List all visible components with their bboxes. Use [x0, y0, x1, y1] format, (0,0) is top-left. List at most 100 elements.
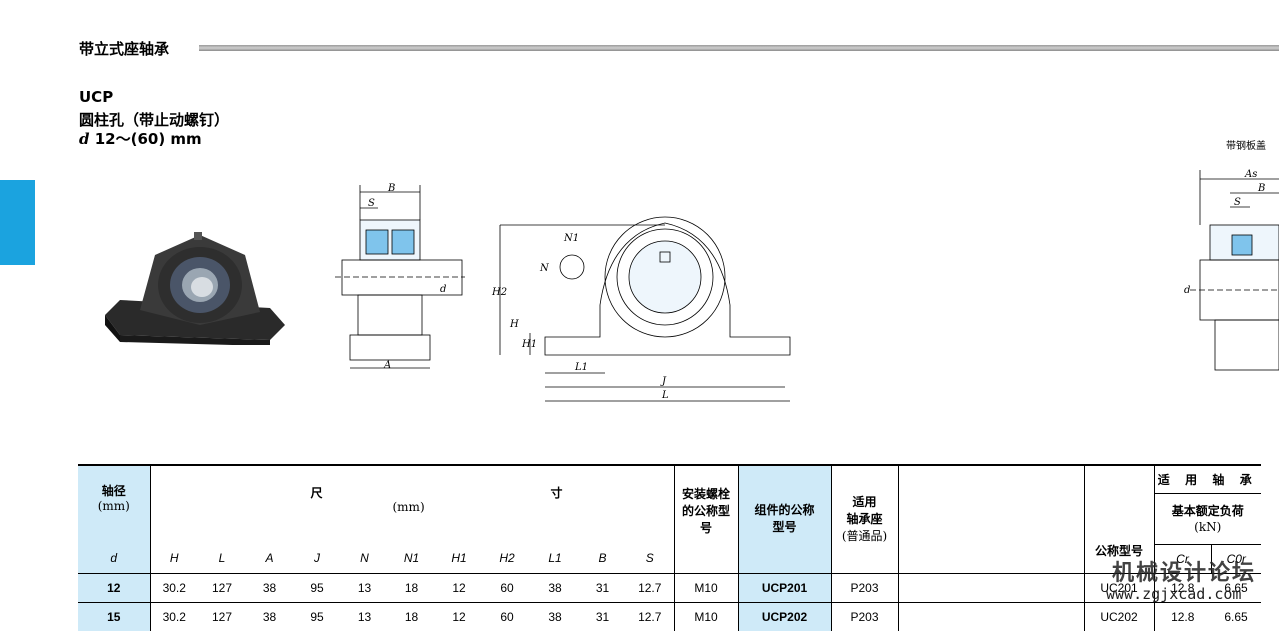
col-B: B: [598, 551, 607, 566]
cell-A: 38: [262, 609, 277, 624]
page-title: 带立式座轴承: [79, 40, 170, 58]
col-N: N: [360, 551, 369, 566]
section-tab[interactable]: [0, 180, 35, 265]
cell-J: 95: [310, 609, 324, 624]
cell-B: 31: [595, 580, 610, 595]
product-code: UCP: [79, 88, 114, 106]
row-d: 15: [78, 602, 151, 631]
table-row: 12 30.2 127 38 95 13 18 12 60 38 31 12.7…: [78, 573, 1261, 602]
label-d: d: [440, 284, 446, 295]
label-B2: B: [1257, 183, 1265, 194]
label-J: J: [660, 376, 667, 387]
label-A: A: [383, 360, 391, 371]
cell-L: 127: [211, 580, 233, 595]
label-S: S: [368, 198, 375, 209]
label-N1: N1: [563, 233, 579, 244]
watermark-url: www.zgjxcad.com: [1106, 585, 1242, 603]
blank-col-header: [898, 465, 1085, 573]
col-Cr: Cr: [1154, 544, 1212, 573]
cell-L1: 38: [548, 580, 562, 595]
col-H: H: [169, 551, 179, 566]
label-H1: H1: [521, 339, 537, 350]
label-N: N: [539, 263, 550, 274]
front-view-drawing: N1 N H2 H H1 L1 J L: [491, 216, 791, 402]
side-view-drawing: B S d A: [335, 183, 465, 371]
bore-symbol: d: [79, 130, 90, 148]
col-H1: H1: [451, 551, 467, 566]
cell-H2: 60: [500, 609, 514, 624]
cell-N: 13: [357, 609, 372, 624]
cell-A: 38: [262, 580, 277, 595]
cell-H1: 12: [452, 580, 466, 595]
cell-H2: 60: [500, 580, 514, 595]
col-N1: N1: [403, 551, 420, 566]
row-d: 12: [78, 573, 151, 602]
cell-housing: P203: [831, 602, 899, 631]
bolt-header-label: 安装螺栓的公称型号: [682, 487, 731, 535]
cell-H: 30.2: [162, 609, 186, 624]
table-row: 15 30.2 127 38 95 13 18 12 60 38 31 12.7…: [78, 602, 1261, 631]
bore-range: d 12～(60) mm: [79, 128, 202, 149]
dims-header: 尺 寸 (mm): [150, 465, 675, 544]
bearing-header: 适 用 轴 承: [1154, 465, 1261, 495]
col-H2: H2: [499, 551, 515, 566]
cell-cor: 6.65: [1224, 609, 1248, 624]
dims-header-chi2: 寸: [550, 486, 563, 500]
steel-cover-note: 带钢板盖: [1226, 141, 1266, 152]
unit-header-label: 组件的公称型号: [754, 503, 815, 535]
load-header: 基本额定负荷 (kN): [1154, 493, 1261, 545]
shaft-dia-unit: (mm): [97, 499, 130, 513]
dims-header-unit: (mm): [392, 500, 425, 514]
housing-header-l3: (普通品): [841, 528, 888, 543]
label-S2: S: [1234, 197, 1241, 208]
bore-range-text: 12～(60) mm: [94, 130, 202, 148]
cell-L: 127: [211, 609, 233, 624]
col-d: d: [78, 544, 151, 573]
cell-unit: UCP201: [738, 573, 832, 602]
cell-cr: 12.8: [1171, 609, 1195, 624]
label-L: L: [661, 390, 669, 401]
label-H: H: [509, 319, 519, 330]
cell-unit: UCP202: [738, 602, 832, 631]
cell-N1: 18: [404, 609, 419, 624]
col-J: J: [314, 551, 320, 566]
covered-side-view-drawing: As B S d: [1184, 169, 1279, 371]
cell-J: 95: [310, 580, 324, 595]
load-header-unit: (kN): [1194, 519, 1222, 534]
cell-N: 13: [357, 580, 372, 595]
product-photo: [105, 232, 285, 345]
cell-S: 12.7: [626, 602, 675, 631]
cell-S: 12.7: [626, 573, 675, 602]
cell-blank: [898, 573, 1085, 602]
cell-bolt: M10: [674, 602, 739, 631]
cell-H1: 12: [452, 609, 466, 624]
cell-N1: 18: [404, 580, 419, 595]
cell-L1: 38: [548, 609, 562, 624]
cell-bolt: M10: [674, 573, 739, 602]
col-L: L: [218, 551, 226, 566]
unit-header: 组件的公称型号: [738, 465, 832, 573]
cell-housing: P203: [831, 573, 899, 602]
label-L1: L1: [574, 362, 588, 373]
housing-header: 适用 轴承座 (普通品): [831, 465, 899, 573]
cell-bearing: UC201: [1084, 573, 1155, 602]
load-header-label: 基本额定负荷: [1171, 503, 1244, 518]
cell-cor: 6.65: [1224, 580, 1248, 595]
dims-header-chi1: 尺: [310, 486, 323, 500]
title-rule: [199, 45, 1279, 51]
cell-cr: 12.8: [1171, 580, 1195, 595]
cell-H: 30.2: [162, 580, 186, 595]
col-L1: L1: [548, 551, 562, 566]
label-As: As: [1244, 169, 1257, 180]
cell-B: 31: [595, 609, 610, 624]
cell-blank: [898, 602, 1085, 631]
housing-header-l1: 适用: [852, 494, 877, 509]
col-S: S: [626, 544, 675, 573]
cell-bearing: UC202: [1084, 602, 1155, 631]
bolt-header: 安装螺栓的公称型号: [674, 465, 739, 573]
bearing-model-header: 公称型号: [1084, 465, 1155, 573]
label-B: B: [387, 183, 395, 194]
label-d2: d: [1184, 285, 1190, 296]
product-desc: 圆柱孔（带止动螺钉）: [79, 111, 230, 129]
label-H2: H2: [491, 287, 507, 298]
